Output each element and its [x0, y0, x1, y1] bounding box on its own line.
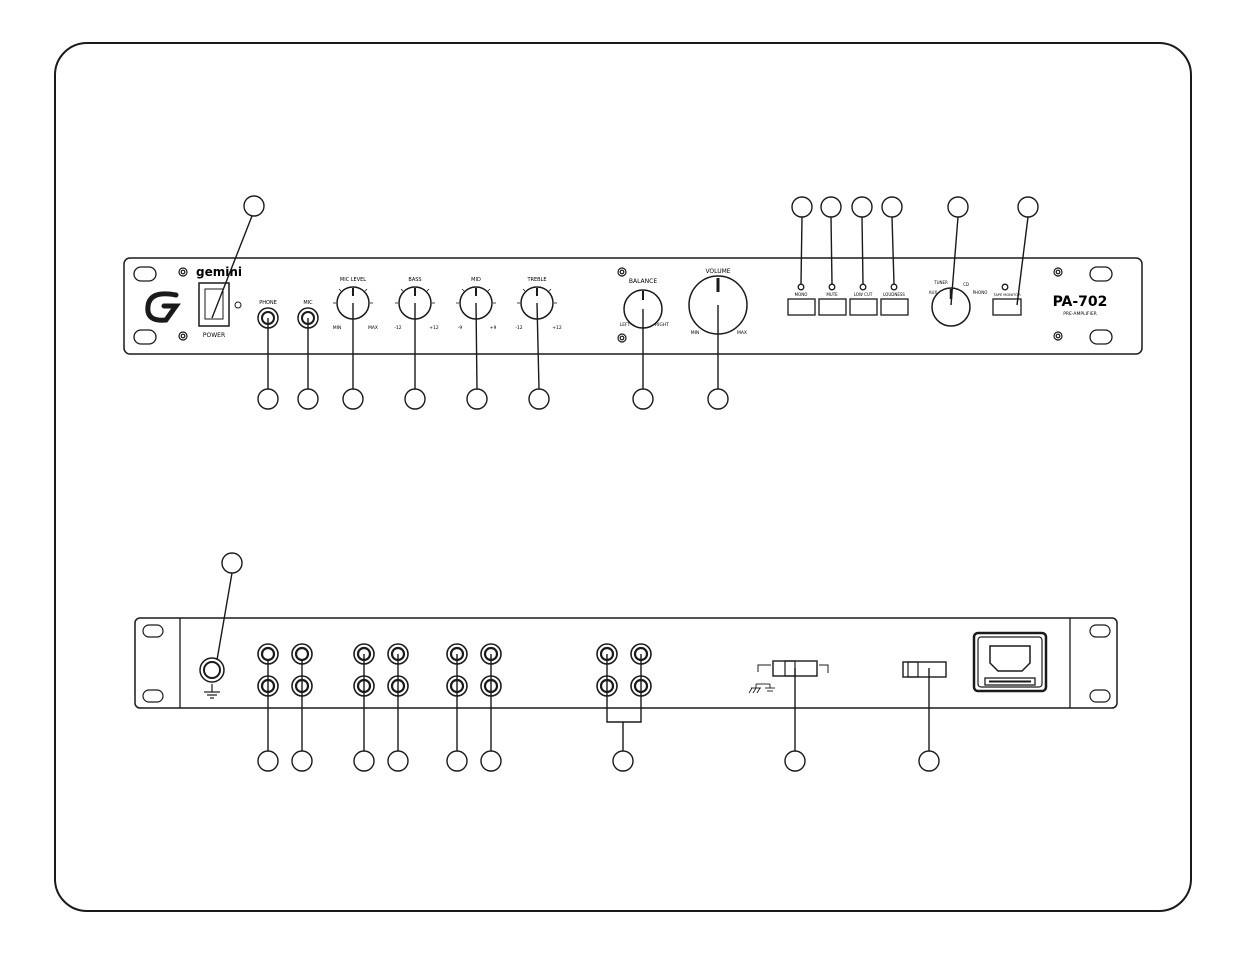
gemini-logo-icon	[145, 291, 181, 323]
rack-slot	[1089, 329, 1113, 345]
callout-marker	[466, 388, 488, 410]
mid-min: -9	[458, 325, 463, 331]
balance-right: RIGHT	[655, 322, 669, 328]
low-cut-label: LOW CUT	[854, 292, 873, 297]
chassis-ground-icon	[748, 683, 770, 694]
loudness-led	[890, 283, 898, 291]
callout-marker	[257, 750, 279, 772]
callout-marker	[342, 388, 364, 410]
treble-min: -12	[515, 325, 522, 331]
bass-min: -12	[394, 325, 401, 331]
model-label: PA-702	[1053, 294, 1108, 310]
callout-marker	[707, 388, 729, 410]
rear-panel-outline	[134, 617, 1118, 709]
phone-label: PHONE	[259, 300, 277, 306]
tape-monitor-button[interactable]	[992, 298, 1022, 316]
volume-max: MAX	[737, 330, 747, 336]
source-selector-knob[interactable]	[931, 287, 971, 327]
callout-marker	[387, 750, 409, 772]
model-subtitle: PRE-AMPLIFIER	[1063, 311, 1097, 317]
rack-slot	[142, 689, 164, 703]
power-label: POWER	[203, 332, 225, 339]
rack-slot	[133, 329, 157, 345]
mute-button[interactable]	[818, 298, 847, 316]
power-switch[interactable]	[198, 282, 230, 327]
ground-terminal[interactable]	[199, 657, 225, 683]
mute-label: MUTE	[826, 292, 838, 297]
power-led	[234, 301, 242, 309]
outer-frame	[54, 42, 1192, 912]
front-panel-outline	[123, 257, 1143, 355]
mic-level-min: MIN	[333, 325, 342, 331]
balance-left: LEFT	[620, 322, 631, 328]
source-aux: AUX	[929, 290, 938, 295]
callout-marker	[353, 750, 375, 772]
front-panel: gemini POWER PHONE MIC MIC LEVEL MIN MAX…	[123, 257, 1143, 355]
treble-max: +12	[552, 325, 562, 331]
mid-max: +9	[490, 325, 497, 331]
callout-marker	[612, 750, 634, 772]
callout-marker	[404, 388, 426, 410]
loudness-button[interactable]	[880, 298, 909, 316]
signal-ground-icon	[765, 684, 775, 692]
volume-min: MIN	[691, 330, 700, 336]
treble-label: TREBLE	[526, 277, 546, 283]
mono-led	[797, 283, 805, 291]
callout-marker	[918, 750, 940, 772]
voltage-selector-switch[interactable]	[902, 661, 947, 678]
rear-callouts	[216, 552, 940, 772]
rack-slot	[1089, 689, 1111, 703]
rack-slot	[1089, 266, 1113, 282]
mic-level-max: MAX	[368, 325, 378, 331]
callout-marker	[446, 750, 468, 772]
balance-label: BALANCE	[629, 278, 657, 285]
mic-level-label: MIC LEVEL	[340, 277, 366, 283]
low-cut-led	[859, 283, 867, 291]
loudness-label: LOUDNESS	[883, 292, 905, 297]
ground-lift-bracket	[757, 664, 829, 673]
callout-marker	[291, 750, 313, 772]
power-inlet[interactable]	[972, 631, 1048, 693]
rack-slot	[1089, 624, 1111, 638]
mid-label: MID	[471, 277, 481, 283]
front-callouts	[211, 195, 1039, 410]
callout-marker	[784, 750, 806, 772]
callout-marker	[851, 196, 873, 218]
callout-marker	[947, 196, 969, 218]
rack-slot	[133, 266, 157, 282]
source-tuner: TUNER	[933, 280, 948, 285]
rack-slot	[142, 624, 164, 638]
callout-marker	[820, 196, 842, 218]
bass-max: +12	[429, 325, 439, 331]
volume-label: VOLUME	[705, 268, 730, 275]
ground-icon	[204, 684, 220, 699]
brand-label: gemini	[196, 265, 242, 279]
callout-marker	[528, 388, 550, 410]
low-cut-button[interactable]	[849, 298, 878, 316]
mute-led	[828, 283, 836, 291]
mono-button[interactable]	[787, 298, 816, 316]
source-cd: CD	[963, 282, 969, 287]
rear-panel	[134, 617, 1118, 709]
callout-marker	[791, 196, 813, 218]
mic-label: MIC	[303, 300, 313, 306]
tape-monitor-led	[1001, 283, 1009, 291]
rca-jacks	[257, 643, 652, 697]
callout-marker	[1017, 196, 1039, 218]
callout-marker	[480, 750, 502, 772]
callout-marker	[221, 552, 243, 574]
callout-marker	[632, 388, 654, 410]
callout-marker	[881, 196, 903, 218]
source-phono: PHONO	[973, 290, 988, 295]
callout-marker	[257, 388, 279, 410]
tape-monitor-label: TAPE MONITOR	[992, 293, 1021, 297]
mono-label: MONO	[795, 292, 808, 297]
power-switch-rocker	[204, 288, 224, 320]
bass-label: BASS	[408, 277, 421, 283]
callout-marker	[297, 388, 319, 410]
callout-marker	[243, 195, 265, 217]
